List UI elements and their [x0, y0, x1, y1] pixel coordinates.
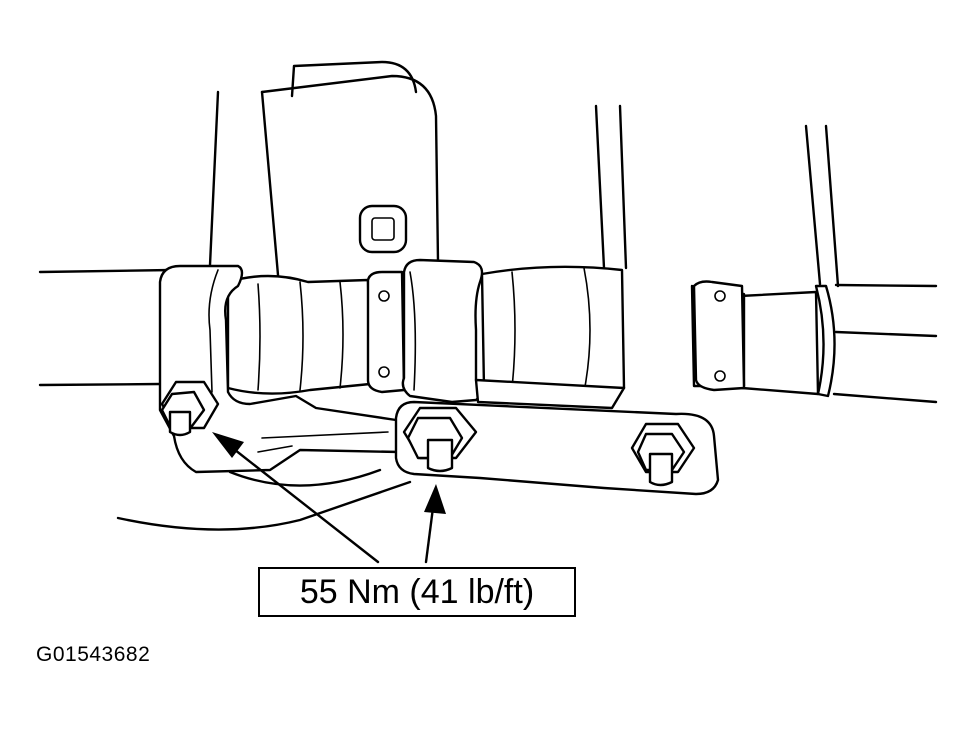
- square-hole: [358, 204, 408, 254]
- torque-leader-arrows: [212, 432, 446, 564]
- center-bolt: [402, 406, 478, 473]
- center-arrow-head: [424, 484, 446, 514]
- left-bolt: [160, 380, 220, 437]
- torque-spec-callout: 55 Nm (41 lb/ft): [258, 567, 576, 617]
- bracket-plate: [394, 378, 720, 496]
- left-clamp: [158, 264, 402, 474]
- right-bolt: [630, 422, 696, 487]
- vertical-frame-members: [594, 104, 840, 288]
- body-panel-outline: [208, 60, 440, 277]
- flex-coupling: [226, 265, 746, 395]
- figure-id: G01543682: [36, 643, 151, 666]
- exhaust-pipe: [38, 268, 938, 404]
- left-arrow-head: [212, 432, 244, 458]
- lower-link: [116, 468, 412, 531]
- center-clamp: [401, 258, 484, 404]
